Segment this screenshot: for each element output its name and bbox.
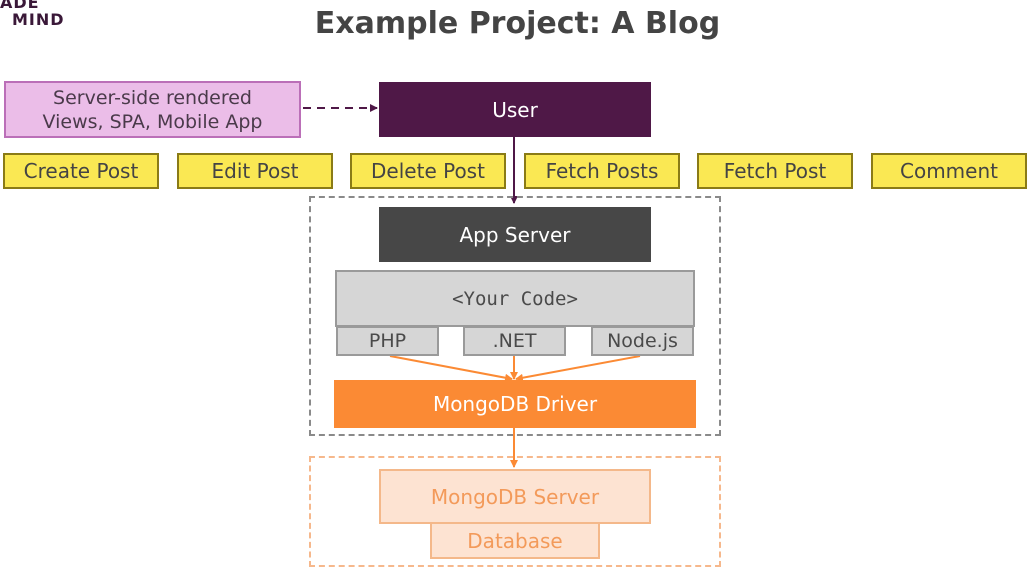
logo-line-1: ADE xyxy=(0,0,40,12)
nodejs-to-driver-arrow xyxy=(515,355,641,382)
operation-fetch-posts: Fetch Posts xyxy=(524,153,680,189)
language-php: PHP xyxy=(336,326,439,356)
operation-edit-post: Edit Post xyxy=(177,153,333,189)
database-box: Database xyxy=(430,522,600,559)
clients-line-2: Views, SPA, Mobile App xyxy=(42,110,263,133)
clients-line-1: Server-side rendered xyxy=(53,86,252,109)
mongodb-driver-box: MongoDB Driver xyxy=(334,380,696,428)
language-nodejs: Node.js xyxy=(591,326,694,356)
mongodb-server-box: MongoDB Server xyxy=(379,469,651,524)
page-title: Example Project: A Blog xyxy=(314,5,721,41)
clients-box: Server-side rendered Views, SPA, Mobile … xyxy=(4,81,301,138)
app-server-container xyxy=(309,196,721,436)
php-to-driver-arrow xyxy=(389,355,513,382)
your-code-box: <Your Code> xyxy=(335,270,695,327)
logo-line-2: MIND xyxy=(12,10,65,29)
operation-comment: Comment xyxy=(871,153,1027,189)
app-server-box: App Server xyxy=(379,207,651,262)
operation-create-post: Create Post xyxy=(3,153,159,189)
language-dotnet: .NET xyxy=(463,326,566,356)
user-box: User xyxy=(379,82,651,137)
operation-delete-post: Delete Post xyxy=(350,153,506,189)
academind-logo: ADE MIND xyxy=(0,0,90,28)
operation-fetch-post: Fetch Post xyxy=(697,153,853,189)
database-container xyxy=(309,456,721,567)
